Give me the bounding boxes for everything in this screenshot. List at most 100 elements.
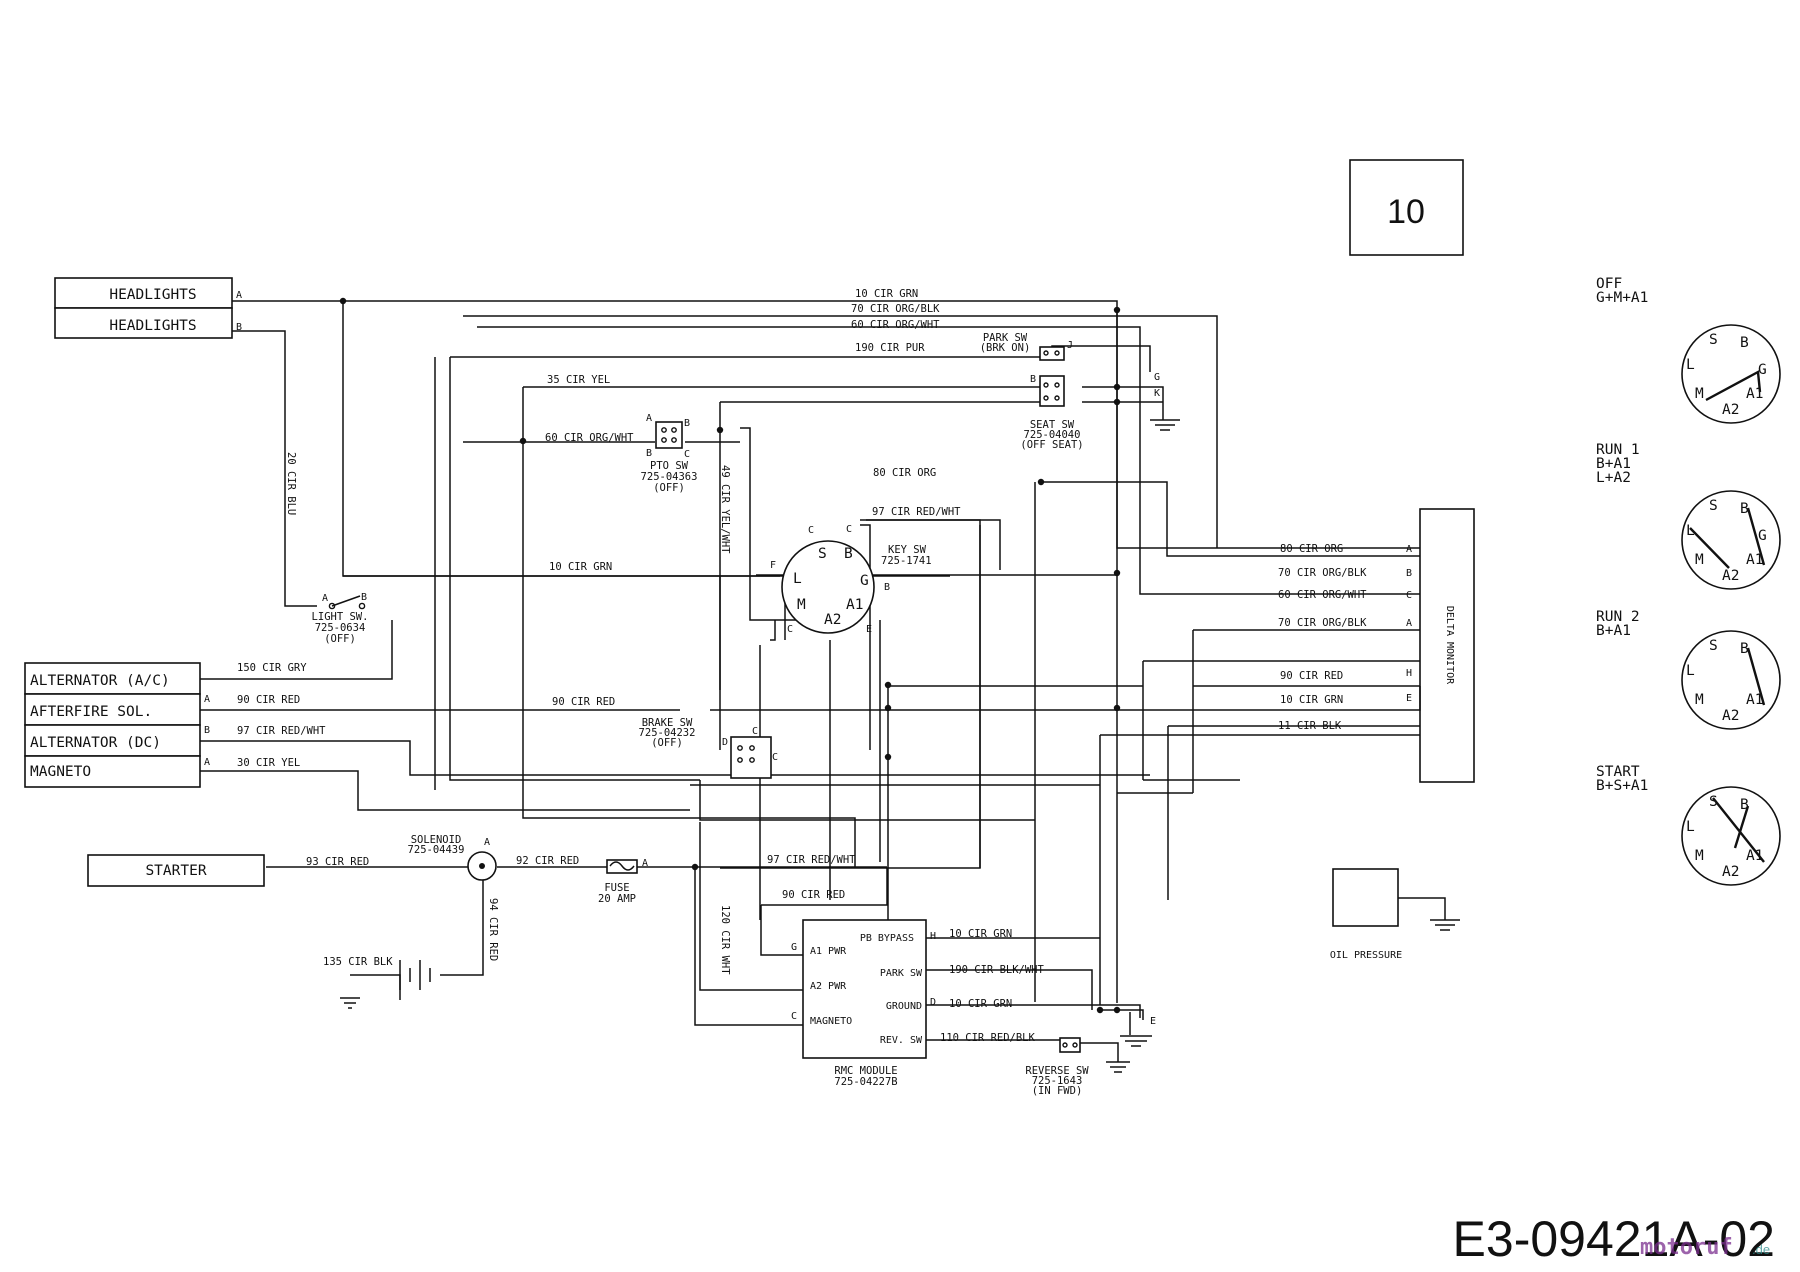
drawing-number: E3-09421A-02 — [1453, 1211, 1775, 1267]
svg-text:SOLENOID: SOLENOID — [411, 834, 462, 846]
svg-text:A: A — [236, 290, 242, 301]
svg-text:motoruf: motoruf — [1640, 1235, 1733, 1260]
svg-text:B: B — [884, 582, 890, 593]
svg-text:10 CIR GRN: 10 CIR GRN — [1280, 694, 1343, 706]
solenoid: SOLENOID 725-04439 A — [408, 834, 497, 881]
svg-text:PTO SW: PTO SW — [650, 460, 689, 472]
svg-text:M: M — [1695, 848, 1704, 864]
svg-text:10 CIR GRN: 10 CIR GRN — [949, 928, 1012, 940]
svg-text:(OFF): (OFF) — [653, 482, 685, 494]
svg-text:E: E — [866, 624, 872, 635]
svg-text:PB BYPASS: PB BYPASS — [860, 933, 914, 944]
key-pos-run2: RUN 2 — [1596, 609, 1640, 625]
svg-text:20 AMP: 20 AMP — [598, 893, 636, 905]
svg-text:190 CIR BLK/WHT: 190 CIR BLK/WHT — [949, 964, 1045, 976]
key-dial-run1: S B L G M A1 A2 — [1681, 490, 1781, 590]
svg-text:B: B — [844, 546, 853, 562]
svg-text:11 CIR BLK: 11 CIR BLK — [1278, 720, 1342, 732]
svg-text:C: C — [752, 726, 758, 737]
svg-text:C: C — [791, 1011, 797, 1022]
svg-text:M: M — [797, 597, 806, 613]
svg-text:80 CIR ORG: 80 CIR ORG — [873, 467, 936, 479]
starter-block: STARTER — [87, 854, 265, 887]
svg-text:G+M+A1: G+M+A1 — [1596, 290, 1648, 306]
svg-text:(OFF): (OFF) — [324, 633, 356, 645]
svg-text:10 CIR GRN: 10 CIR GRN — [949, 998, 1012, 1010]
svg-text:97 CIR RED/WHT: 97 CIR RED/WHT — [767, 854, 856, 866]
svg-text:B: B — [1740, 641, 1749, 657]
svg-text:G: G — [1154, 372, 1160, 383]
svg-text:A2: A2 — [1722, 402, 1739, 418]
svg-text:60 CIR ORG/WHT: 60 CIR ORG/WHT — [851, 319, 940, 331]
svg-text:PARK SW: PARK SW — [880, 968, 923, 979]
delta-monitor: DELTA MONITOR A B C A H E — [1406, 508, 1475, 783]
svg-text:725-1643: 725-1643 — [1032, 1075, 1083, 1087]
svg-text:MAGNETO: MAGNETO — [810, 1016, 852, 1027]
svg-text:725-04227B: 725-04227B — [834, 1076, 897, 1088]
svg-text:190 CIR PUR: 190 CIR PUR — [855, 342, 925, 354]
park-switch: J PARK SW (BRK ON) — [980, 332, 1073, 361]
svg-text:90 CIR RED: 90 CIR RED — [1280, 670, 1343, 682]
svg-text:L: L — [793, 571, 802, 587]
svg-text:D: D — [722, 737, 728, 748]
svg-text:725-04040: 725-04040 — [1024, 429, 1081, 441]
svg-text:A: A — [1406, 618, 1412, 629]
svg-text:D: D — [930, 997, 936, 1008]
light-switch: A B LIGHT SW. 725-0634 (OFF) — [312, 592, 369, 645]
svg-text:G: G — [1758, 362, 1767, 378]
svg-text:LIGHT SW.: LIGHT SW. — [312, 611, 369, 623]
rmc-module: PB BYPASS A1 PWR PARK SW A2 PWR GROUND M… — [791, 919, 936, 1088]
svg-text:A1: A1 — [846, 597, 863, 613]
svg-text:RMC MODULE: RMC MODULE — [834, 1065, 897, 1077]
svg-text:G: G — [860, 573, 869, 589]
svg-text:70 CIR ORG/BLK: 70 CIR ORG/BLK — [1278, 567, 1367, 579]
pto-switch: A B B C PTO SW 725-04363 (OFF) — [641, 413, 698, 494]
svg-text:A2 PWR: A2 PWR — [810, 981, 847, 992]
svg-text:KEY SW: KEY SW — [888, 544, 927, 556]
svg-text:L+A2: L+A2 — [1596, 470, 1631, 486]
svg-text:(OFF SEAT): (OFF SEAT) — [1020, 439, 1083, 451]
afterfire-sol-label: AFTERFIRE SOL. — [30, 704, 152, 720]
svg-text:A: A — [646, 413, 652, 424]
svg-text:C: C — [787, 624, 793, 635]
svg-text:A2: A2 — [1722, 864, 1739, 880]
svg-text:(OFF): (OFF) — [651, 737, 683, 749]
svg-text:L: L — [1686, 663, 1695, 679]
svg-text:C: C — [808, 525, 814, 536]
page-number: 10 — [1387, 193, 1425, 231]
junction-dots — [339, 297, 1121, 1014]
svg-text:B: B — [1740, 797, 1749, 813]
svg-text:B: B — [1030, 374, 1036, 385]
svg-text:725-1741: 725-1741 — [881, 555, 932, 567]
starter-label: STARTER — [145, 863, 206, 879]
svg-text:FUSE: FUSE — [604, 882, 629, 894]
svg-text:SEAT SW: SEAT SW — [1030, 419, 1075, 431]
svg-text:F: F — [770, 560, 776, 571]
svg-text:C: C — [684, 449, 690, 460]
svg-text:H: H — [1406, 668, 1412, 679]
svg-text:93 CIR RED: 93 CIR RED — [306, 856, 369, 868]
key-pos-off: OFF — [1596, 276, 1622, 292]
svg-text:A2: A2 — [1722, 708, 1739, 724]
svg-text:S: S — [1709, 498, 1718, 514]
svg-text:A: A — [322, 593, 328, 604]
svg-text:.de: .de — [1752, 1242, 1770, 1257]
svg-text:B: B — [236, 322, 242, 333]
svg-text:B: B — [204, 725, 210, 736]
headlights-label-1: HEADLIGHTS — [109, 287, 196, 303]
svg-text:A: A — [204, 757, 210, 768]
svg-text:A1 PWR: A1 PWR — [810, 946, 847, 957]
svg-text:725-0634: 725-0634 — [315, 622, 366, 634]
svg-text:B+A1: B+A1 — [1596, 456, 1631, 472]
svg-text:90 CIR RED: 90 CIR RED — [237, 694, 300, 706]
svg-text:35 CIR YEL: 35 CIR YEL — [547, 374, 610, 386]
ground-symbol-e — [1120, 1012, 1152, 1047]
svg-text:B: B — [361, 592, 367, 603]
key-switch: S B L G M A1 A2 KEY SW 725-1741 C C F B … — [770, 524, 932, 635]
svg-text:97 CIR RED/WHT: 97 CIR RED/WHT — [872, 506, 961, 518]
svg-text:B+S+A1: B+S+A1 — [1596, 778, 1648, 794]
svg-text:49 CIR YEL/WHT: 49 CIR YEL/WHT — [719, 465, 731, 554]
svg-text:BRAKE SW: BRAKE SW — [642, 717, 693, 729]
watermark-logo: motoruf .de — [1640, 1235, 1770, 1260]
